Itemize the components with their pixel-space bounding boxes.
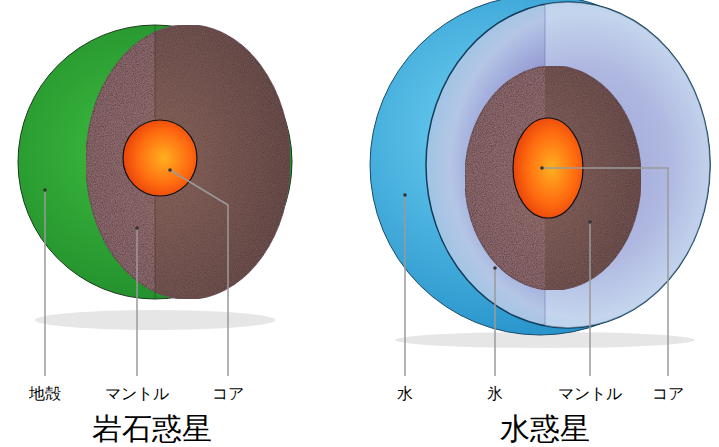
part-label: コア <box>652 385 684 403</box>
figure-title: 岩石惑星 <box>92 412 212 445</box>
part-label: 地殻 <box>29 385 61 403</box>
part-label: マントル <box>105 385 169 403</box>
part-label: 水 <box>397 385 413 403</box>
part-label: 氷 <box>487 385 503 403</box>
part-label: マントル <box>558 385 622 403</box>
figure-title: 水惑星 <box>500 412 590 445</box>
part-label: コア <box>212 385 244 403</box>
